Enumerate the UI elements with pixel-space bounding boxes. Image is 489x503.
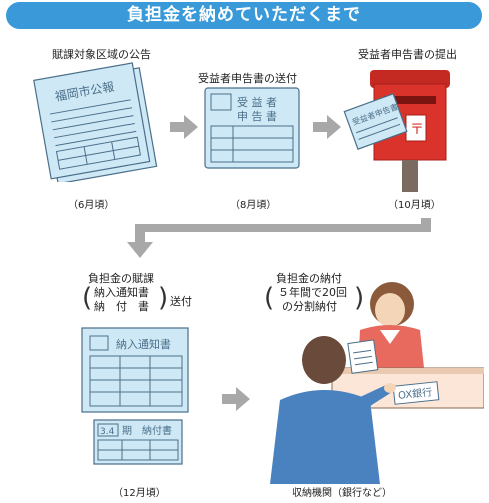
slip-number-text: 3.4 <box>100 427 115 437</box>
right-arrow-icon <box>170 115 198 139</box>
step3-period: （10月頃） <box>388 200 441 211</box>
declaration-form-illustration: 受 益 者 申 告 書 <box>204 87 300 169</box>
right-arrow-icon <box>222 387 250 411</box>
step1-label: 賦課対象区域の公告 <box>52 48 151 61</box>
right-paren: ) <box>354 283 365 313</box>
step1-period: （6月頃） <box>68 200 115 211</box>
payment-slip-illustration: 3.4 期 納付書 <box>93 419 183 465</box>
declaration-line1-text: 受 益 者 <box>237 95 277 109</box>
step4-label: 負担金の賦課 <box>88 272 154 285</box>
step5-caption: 収納機関（銀行など） <box>292 488 392 499</box>
left-paren: ( <box>264 283 275 313</box>
page-title-banner: 負担金を納めていただくまで <box>6 2 482 29</box>
notice-title-text: 納入通知書 <box>116 337 171 351</box>
step4-suffix: 送付 <box>170 295 192 308</box>
right-paren: ) <box>158 283 169 313</box>
slip-title-text: 期 納付書 <box>122 424 172 437</box>
step2-period: （8月頃） <box>230 200 277 211</box>
bank-sign-text: OX銀行 <box>397 385 432 401</box>
step5-paren-line1: ５年間で20回 <box>278 286 347 299</box>
postbox-illustration: 〒 受益者申告書 <box>343 70 450 192</box>
step4-paren-line1: 納入通知書 <box>94 286 149 299</box>
step4-paren-line2: 納 付 書 <box>94 300 149 313</box>
step3-label: 受益者申告書の提出 <box>358 48 457 61</box>
down-connector-arrow-icon <box>127 218 431 258</box>
left-paren: ( <box>82 283 93 313</box>
tax-notice-illustration: 納入通知書 <box>81 327 189 413</box>
svg-text:〒: 〒 <box>410 122 424 138</box>
declaration-line2-text: 申 告 書 <box>237 109 277 123</box>
step5-paren-line2: の分割納付 <box>282 300 337 313</box>
step5-label: 負担金の納付 <box>276 272 342 285</box>
step4-period: （12月頃） <box>113 488 166 499</box>
right-arrow-icon <box>313 115 341 139</box>
step2-label: 受益者申告書の送付 <box>198 72 297 85</box>
gazette-document-illustration: 福岡市公報 <box>33 62 158 182</box>
bank-counter-illustration: OX銀行 <box>270 282 484 484</box>
